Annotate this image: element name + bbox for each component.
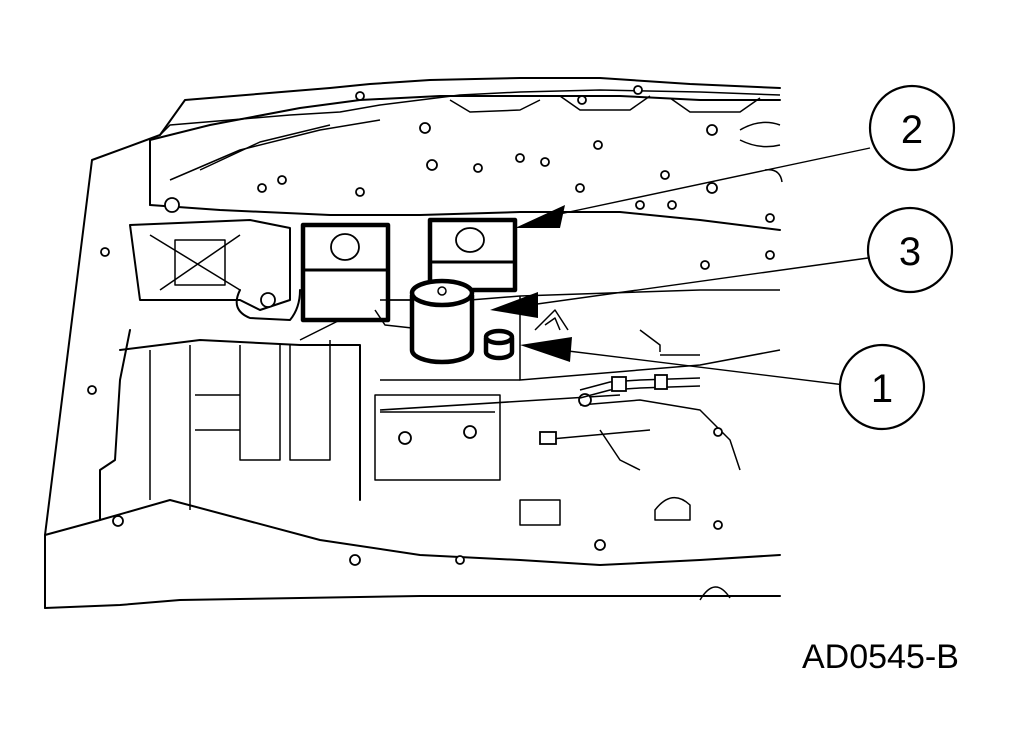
callout-3-label: 3 (899, 230, 921, 274)
upper-plate-holes (87, 85, 775, 527)
callout-2-label: 2 (901, 108, 923, 152)
solenoid-3-cylinder (374, 278, 475, 365)
callout-3: 3 (866, 206, 954, 294)
leader-lines (490, 147, 871, 386)
lower-valve-body (119, 289, 781, 601)
arrow-1 (520, 337, 572, 362)
callout-1-label: 1 (871, 367, 893, 411)
fitting-1 (483, 328, 515, 361)
figure-id: AD0545-B (802, 638, 959, 676)
upper-separator-plate (149, 95, 783, 231)
callout-1: 1 (838, 343, 926, 431)
arrow-3 (490, 292, 538, 318)
solenoid-left (300, 222, 391, 323)
small-bracket (534, 309, 569, 331)
transmission-case-outline (44, 77, 781, 609)
arrow-2 (515, 205, 565, 228)
callout-2: 2 (868, 84, 956, 172)
wire-connector (579, 374, 701, 399)
left-bracket (129, 219, 301, 321)
